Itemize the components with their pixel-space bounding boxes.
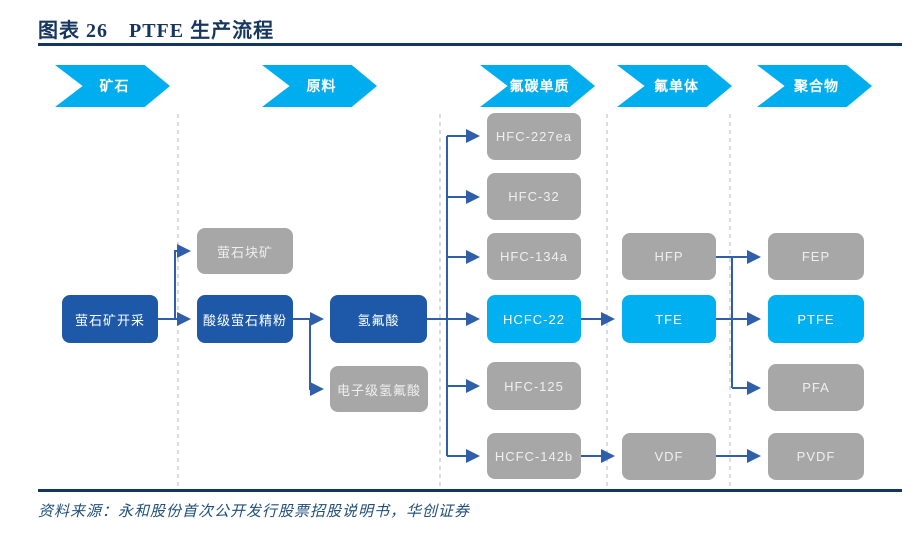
stage-chevron-raw-material: 原料: [262, 65, 377, 107]
node-pvdf: PVDF: [768, 433, 864, 480]
node-hcfc-22: HCFC-22: [487, 295, 581, 343]
node-hfc-32: HFC-32: [487, 173, 581, 220]
node-pfa: PFA: [768, 364, 864, 411]
node-hydrofluoric-acid: 氢氟酸: [330, 295, 427, 343]
node-fluorite-lump-ore: 萤石块矿: [197, 228, 293, 274]
bottom-rule: [38, 489, 902, 492]
node-fluorite-mining: 萤石矿开采: [62, 295, 158, 343]
node-hfc-134a: HFC-134a: [487, 233, 581, 280]
node-hfp: HFP: [622, 233, 716, 280]
node-fep: FEP: [768, 233, 864, 280]
node-hfc-227ea: HFC-227ea: [487, 113, 581, 160]
node-vdf: VDF: [622, 433, 716, 480]
figure-source: 资料来源：永和股份首次公开发行股票招股说明书，华创证券: [38, 504, 471, 520]
node-acid-grade-powder: 酸级萤石精粉: [197, 295, 293, 343]
node-hcfc-142b: HCFC-142b: [487, 433, 581, 479]
node-tfe: TFE: [622, 295, 716, 343]
stage-chevron-fluorocarbon: 氟碳单质: [480, 65, 595, 107]
node-electronic-hf: 电子级氢氟酸: [330, 366, 428, 412]
figure-title: 图表 26 PTFE 生产流程: [38, 20, 275, 42]
node-ptfe: PTFE: [768, 295, 864, 343]
stage-chevron-polymer: 聚合物: [757, 65, 872, 107]
stage-chevron-ore: 矿石: [55, 65, 170, 107]
stage-chevron-monomer: 氟单体: [617, 65, 732, 107]
title-rule: [38, 43, 902, 46]
node-hfc-125: HFC-125: [487, 362, 581, 410]
